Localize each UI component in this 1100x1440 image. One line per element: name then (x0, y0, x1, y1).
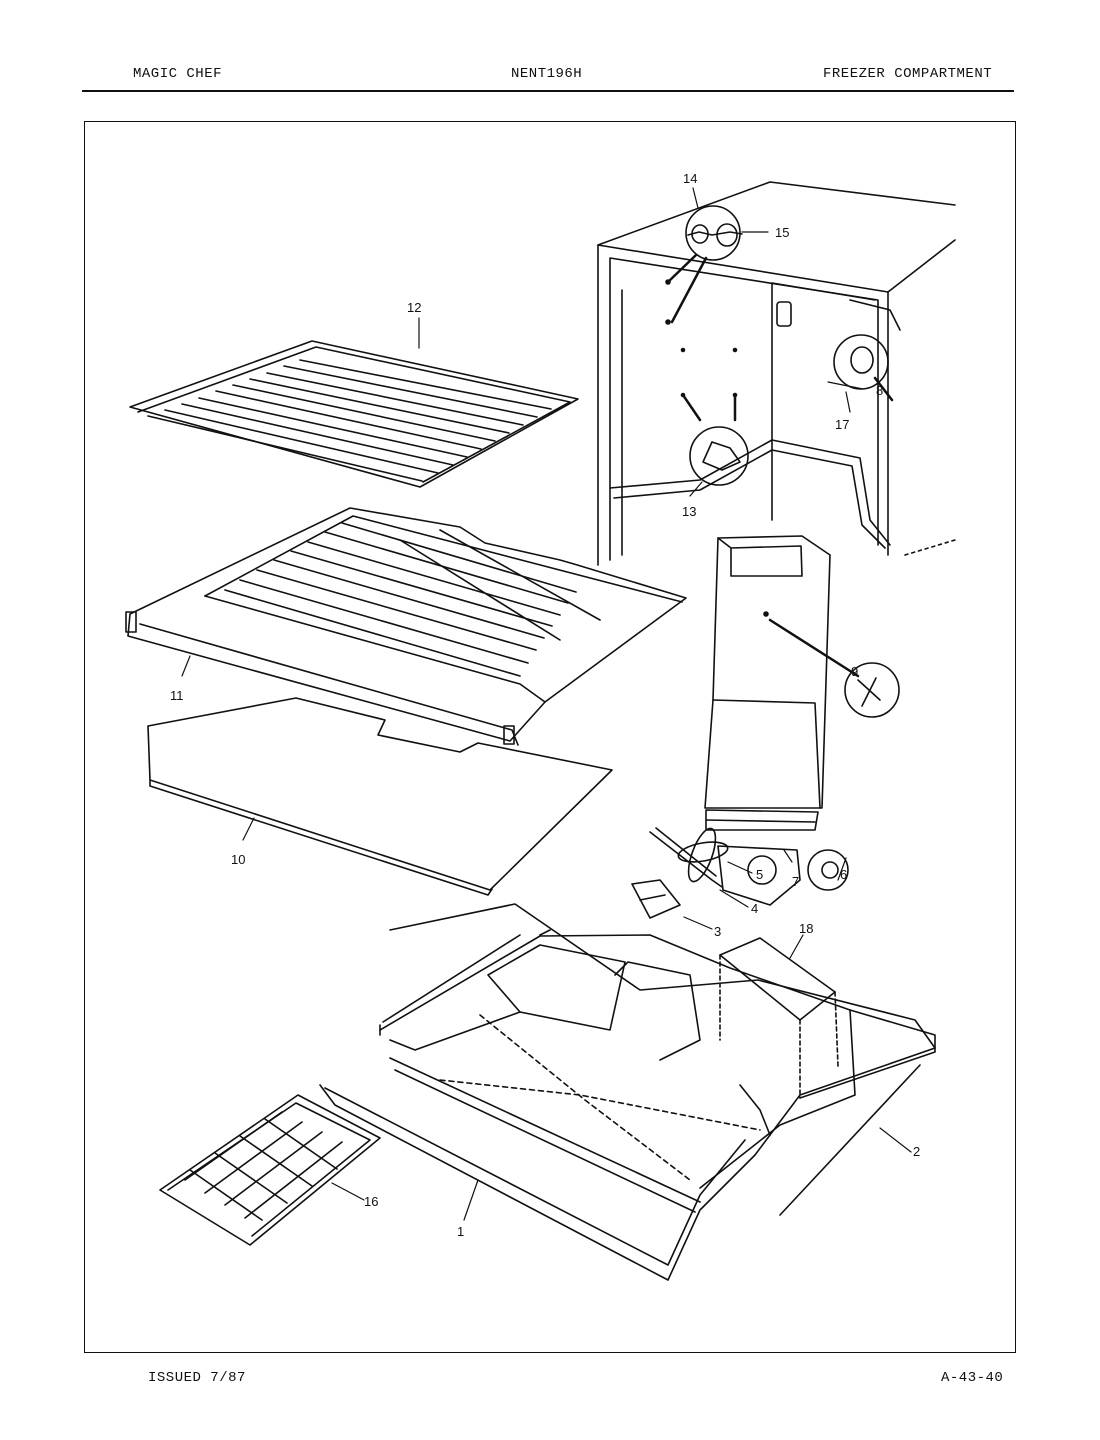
fan-assembly (631, 827, 849, 919)
callout-15: 15 (775, 225, 789, 240)
model-number: NENT196H (511, 66, 583, 82)
callout-13: 13 (682, 504, 696, 519)
callout-7: 7 (792, 874, 799, 889)
callout-10: 10 (231, 852, 245, 867)
header-rule (82, 90, 1014, 92)
evaporator-cover (719, 937, 839, 1099)
callout-9: 9 (851, 664, 858, 679)
callout-4: 4 (751, 901, 758, 916)
callout-5: 5 (756, 867, 763, 882)
page-code: A-43-40 (941, 1370, 1004, 1386)
callout-3: 3 (714, 924, 721, 939)
wire-shelf (129, 340, 579, 488)
callout-18: 18 (799, 921, 813, 936)
callout-14: 14 (683, 171, 697, 186)
detail-circle-13 (689, 426, 749, 486)
freezer-liner (319, 903, 936, 1281)
callout-8: 8 (876, 383, 883, 398)
diagram-frame (84, 121, 1016, 1353)
shelf-tray (125, 507, 687, 746)
callout-2: 2 (913, 1144, 920, 1159)
leader-lines (181, 187, 912, 1221)
freezer-cabinet (597, 181, 956, 566)
detail-circle-9 (844, 662, 900, 718)
callout-11: 11 (170, 688, 184, 703)
callout-16: 16 (364, 1194, 378, 1209)
air-duct (704, 535, 900, 831)
callout-1: 1 (457, 1224, 464, 1239)
issued-date: ISSUED 7/87 (148, 1370, 246, 1386)
section-title: FREEZER COMPARTMENT (823, 66, 993, 82)
glass-shelf (147, 697, 613, 896)
ice-cube-tray (159, 1094, 381, 1246)
detail-circle-6 (807, 849, 849, 891)
brand-label: MAGIC CHEF (133, 66, 223, 82)
callout-17: 17 (835, 417, 849, 432)
callout-12: 12 (407, 300, 421, 315)
callout-6: 6 (840, 867, 847, 882)
